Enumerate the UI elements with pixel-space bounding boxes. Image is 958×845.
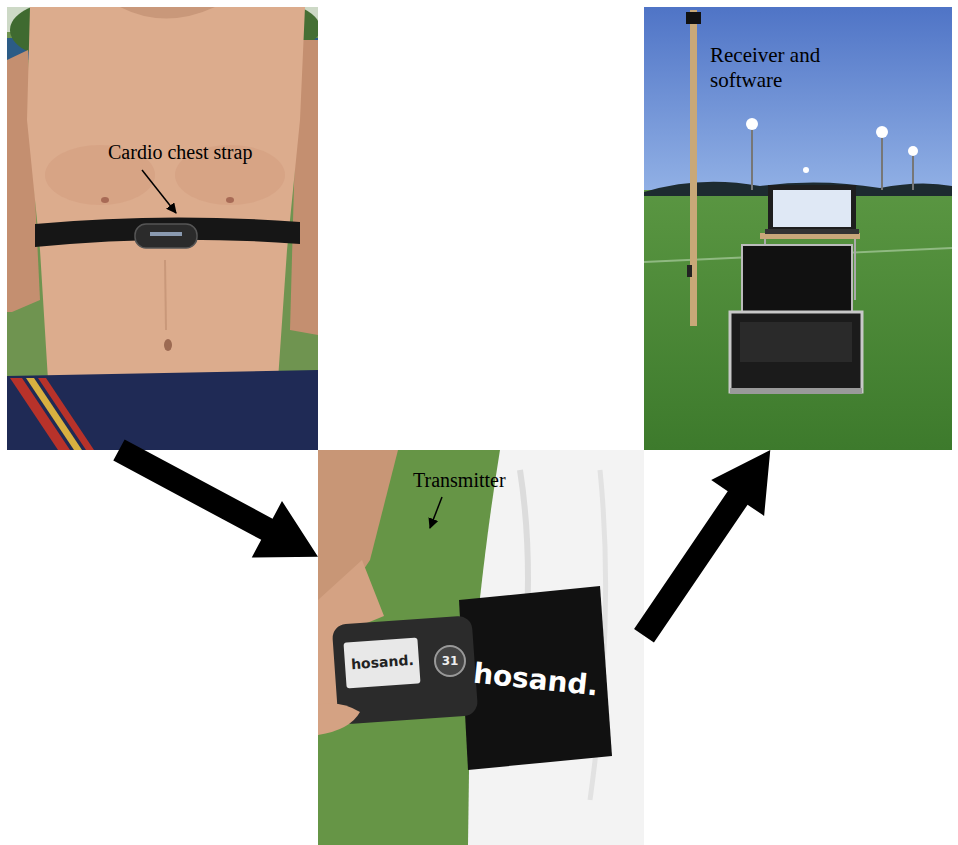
- chest-photo: [101, 197, 109, 203]
- transmitter-photo: [332, 615, 479, 725]
- transmitter-photo: [318, 450, 644, 845]
- receiver-photo: [908, 146, 918, 156]
- transmitter-photo: [343, 637, 420, 688]
- transmitter-photo: [435, 646, 465, 676]
- receiver-photo: [746, 118, 758, 130]
- transmitter-photo: [318, 450, 644, 845]
- receiver-photo: [768, 185, 856, 231]
- receiver-photo: [881, 133, 883, 190]
- receiver-photo: [730, 312, 862, 392]
- chest-photo: [27, 7, 305, 380]
- chest-photo: [165, 260, 166, 330]
- photo-caption: Cardio chest strap: [108, 140, 252, 164]
- chest-photo: [226, 197, 234, 203]
- receiver-photo: [740, 322, 852, 362]
- receiver-photo: [912, 152, 914, 190]
- receiver-photo: [751, 125, 753, 190]
- receiver-photo: [730, 388, 862, 394]
- chest-photo: [7, 370, 318, 450]
- transmitter-photo: [318, 450, 644, 845]
- photo-caption: Transmitter: [413, 468, 506, 492]
- chest-photo: [120, 7, 215, 19]
- chest-photo: [26, 378, 82, 450]
- transmitter-photo: [318, 704, 360, 735]
- photo-panel: Cardio chest strap: [7, 7, 318, 450]
- chest-photo: [7, 7, 318, 450]
- receiver-photo: [690, 10, 697, 326]
- receiver-photo: [644, 7, 952, 450]
- receiver-photo: [687, 265, 692, 277]
- flow-arrow: [634, 450, 770, 642]
- brand-text: hosand.: [472, 660, 600, 701]
- chest-photo: [35, 217, 300, 247]
- transmitter-photo: [459, 586, 612, 770]
- photo-panel: Transmitter: [318, 450, 644, 845]
- chest-photo: [164, 339, 172, 351]
- receiver-photo: [742, 245, 852, 317]
- leader-line: [430, 497, 442, 528]
- flow-arrow: [113, 439, 318, 557]
- receiver-photo: [803, 167, 809, 173]
- device-number: 31: [442, 655, 459, 667]
- chest-photo: [7, 7, 318, 450]
- receiver-photo: [765, 229, 859, 234]
- chest-photo: [38, 378, 94, 450]
- brand-text: hosand.: [351, 653, 414, 671]
- receiver-photo: [686, 12, 701, 24]
- receiver-photo: [773, 190, 851, 227]
- chest-photo: [150, 232, 182, 236]
- photo-caption: Receiver and software: [710, 43, 860, 93]
- receiver-photo: [854, 239, 856, 300]
- chest-photo: [135, 224, 197, 248]
- receiver-photo: [876, 126, 888, 138]
- photo-panel: Receiver and software: [644, 7, 952, 450]
- leader-line: [142, 170, 176, 213]
